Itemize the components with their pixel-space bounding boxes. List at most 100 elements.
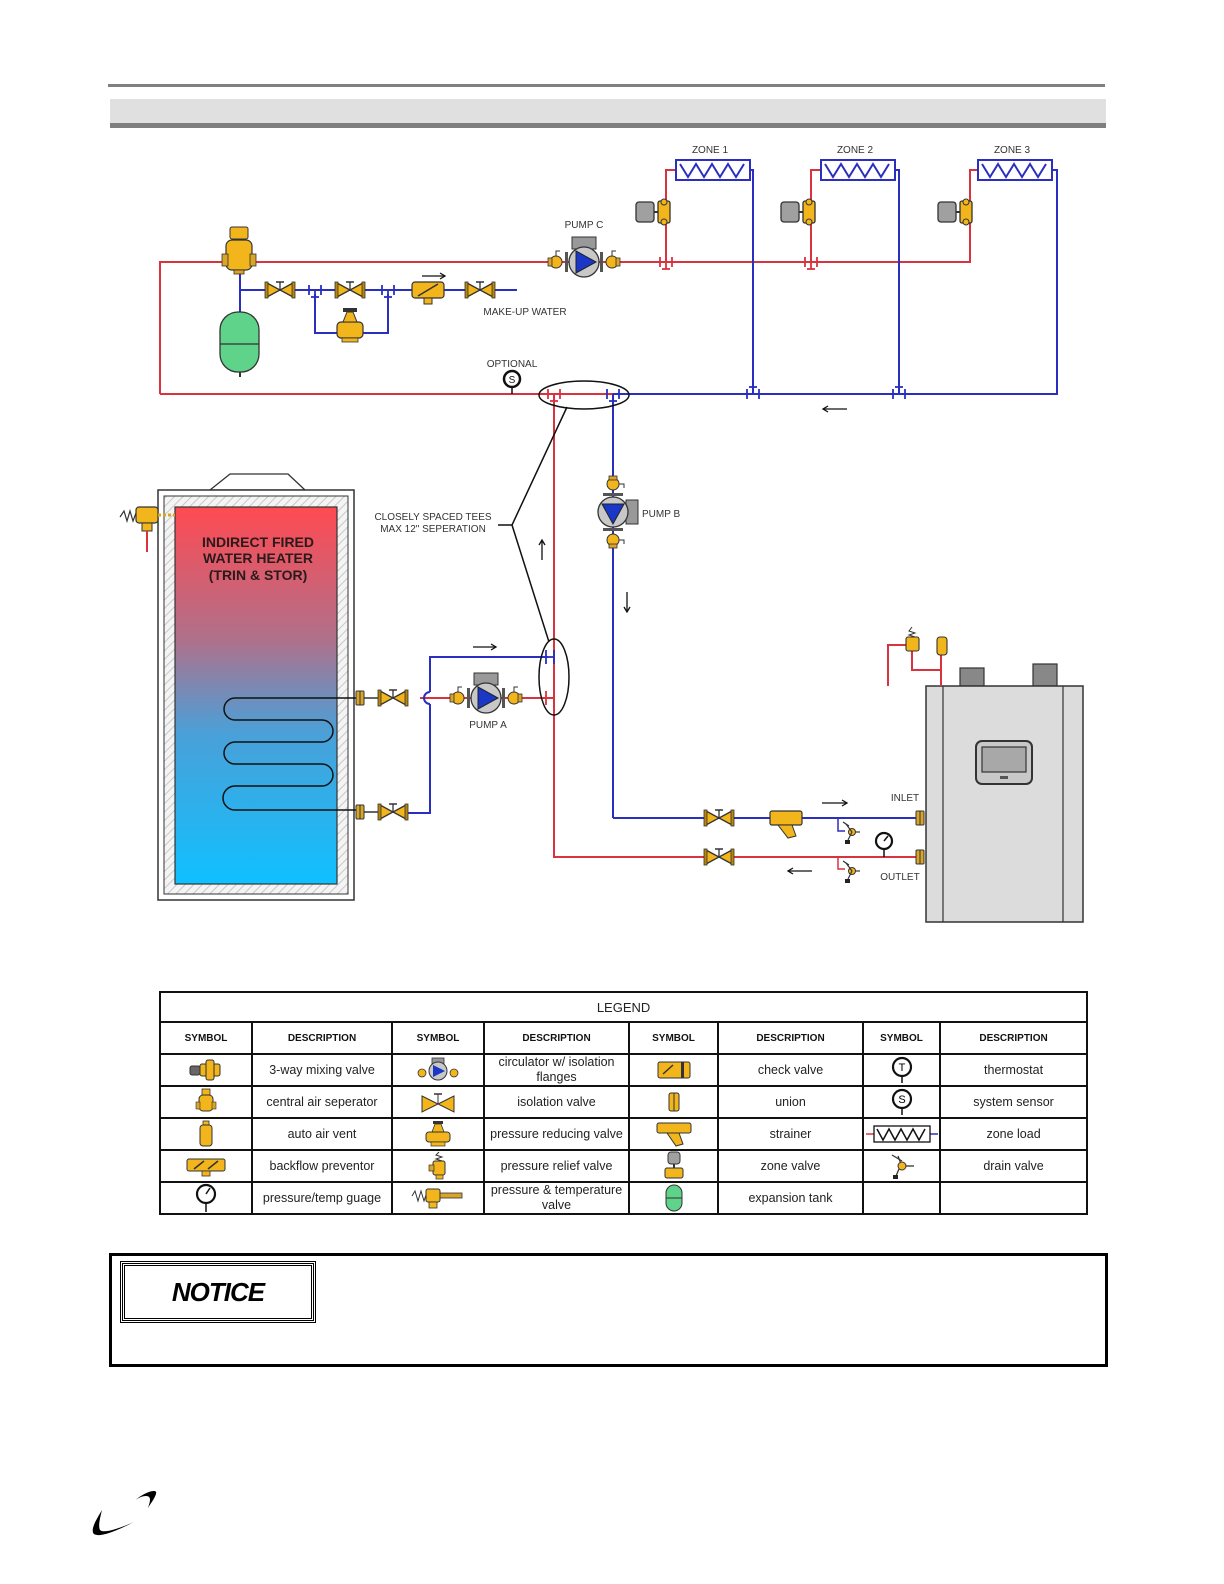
expansion-tank-icon [665, 1184, 682, 1212]
system-sensor-icon: S [891, 1088, 912, 1115]
zone-3-label: ZONE 3 [994, 145, 1031, 156]
legend-header: SYMBOL [159, 1021, 253, 1055]
circulator-icon [597, 475, 639, 549]
isolation-valve-icon [703, 809, 735, 827]
check-valve-icon [657, 1061, 690, 1079]
pump-b-label: PUMP B [642, 509, 680, 520]
legend-symbol: S [862, 1085, 941, 1119]
legend-table: LEGEND SYMBOL DESCRIPTION SYMBOL DESCRIP… [158, 991, 1089, 1215]
legend-description: backflow preventor [251, 1149, 393, 1183]
legend-symbol [159, 1117, 253, 1151]
tees-highlight-ellipse [538, 380, 630, 410]
legend-header: DESCRIPTION [483, 1021, 630, 1055]
legend-description: thermostat [938, 1053, 1089, 1087]
auto-air-vent-icon [936, 636, 948, 656]
legend-description: zone valve [717, 1149, 864, 1183]
section-header-underline [110, 123, 1106, 128]
pressure-reducing-valve-icon [336, 308, 364, 343]
thermostat-icon: T [891, 1056, 912, 1083]
strainer-icon [656, 1122, 691, 1147]
pump-c: PUMP C [547, 220, 621, 278]
indirect-water-heater: INDIRECT FIRED WATER HEATER (TRIN & STOR… [119, 473, 409, 901]
heater-label-line1: INDIRECT FIRED [202, 534, 314, 550]
makeup-water-label: MAKE-UP WATER [483, 307, 566, 318]
zone-valve-icon [937, 198, 973, 226]
heater-label-line3: (TRIN & STOR) [209, 567, 308, 583]
legend-description: central air seperator [251, 1085, 393, 1119]
pressure-reducing-valve-icon [425, 1121, 451, 1147]
legend-header: SYMBOL [628, 1021, 719, 1055]
legend-description: auto air vent [251, 1117, 393, 1151]
svg-text:T: T [898, 1062, 905, 1074]
legend-header: DESCRIPTION [251, 1021, 393, 1055]
legend-symbol: T [862, 1053, 941, 1087]
isolation-valve-icon [264, 281, 296, 299]
isolation-valve-icon [464, 281, 496, 299]
pt-valve-icon [411, 1188, 463, 1209]
svg-text:S: S [898, 1094, 905, 1106]
circulator-icon [417, 1057, 459, 1081]
legend-description: zone load [938, 1117, 1089, 1151]
legend-symbol [628, 1117, 719, 1151]
legend-description: circulator w/ isolation flanges [483, 1053, 630, 1087]
legend-description: pressure & temperature valve [483, 1181, 630, 1215]
pressure-relief-valve-icon [905, 626, 920, 652]
legend-header: SYMBOL [391, 1021, 485, 1055]
drain-valve-icon [891, 1154, 914, 1179]
legend-row: 3-way mixing valve circulator w/ isolati… [159, 1053, 1089, 1087]
zone-valve-icon [635, 198, 671, 226]
zone-1: ZONE 1 [635, 145, 751, 270]
svg-text:S: S [509, 375, 516, 386]
legend-symbol [628, 1149, 719, 1183]
air-separator-icon [221, 226, 257, 275]
auto-air-vent-icon [199, 1120, 213, 1147]
legend-symbol [391, 1085, 485, 1119]
legend-symbol [628, 1053, 719, 1087]
legend-symbol [391, 1117, 485, 1151]
legend-symbol [391, 1181, 485, 1215]
pump-b: PUMP B [597, 475, 680, 549]
legend-header: SYMBOL [862, 1021, 941, 1055]
section-header-band [110, 99, 1106, 123]
zone-3: ZONE 3 [937, 145, 1053, 226]
legend-symbol [391, 1149, 485, 1183]
legend-symbol [159, 1085, 253, 1119]
pump-a: PUMP A [449, 672, 523, 731]
zone-load-icon [865, 1125, 938, 1143]
strainer-icon [769, 810, 803, 839]
pressure-gauge-icon [874, 831, 894, 857]
notice-badge-label: NOTICE [171, 1276, 265, 1307]
legend-description: isolation valve [483, 1085, 630, 1119]
legend-row: pressure/temp guage pressure & temperatu… [159, 1181, 1089, 1215]
mixing-valve-icon [189, 1059, 221, 1081]
legend-symbol-empty [862, 1181, 941, 1215]
notice-box [109, 1253, 1108, 1367]
air-separator-icon [195, 1088, 217, 1112]
boiler: INLET OUTLET [880, 626, 1084, 923]
heat-exchanger-coil [222, 697, 360, 811]
pump-a-label: PUMP A [469, 720, 507, 731]
backflow-preventer-icon [411, 281, 445, 305]
legend-description: pressure/temp guage [251, 1181, 393, 1215]
zone-valve-icon [664, 1151, 683, 1179]
drain-valve-icon [842, 860, 861, 884]
legend-symbol [159, 1149, 253, 1183]
legend-description: check valve [717, 1053, 864, 1087]
zone-valve-icon [780, 198, 816, 226]
tees-highlight-ellipse [538, 638, 570, 716]
legend-description: system sensor [938, 1085, 1089, 1119]
backflow-preventer-icon [186, 1158, 226, 1177]
zone-2-label: ZONE 2 [837, 145, 874, 156]
drain-valve-icon [842, 821, 861, 845]
legend-description: expansion tank [717, 1181, 864, 1215]
legend-symbol [862, 1117, 941, 1151]
legend-title: LEGEND [158, 991, 1089, 1023]
union-icon [668, 1092, 679, 1112]
legend-symbol [159, 1053, 253, 1087]
circulator-icon [547, 236, 621, 278]
isolation-valve-icon [377, 689, 409, 707]
tees-label-line2: MAX 12" SEPERATION [380, 524, 486, 535]
legend-symbol [628, 1181, 719, 1215]
flow-arrows [473, 405, 849, 875]
legend-row: auto air vent pressure reducing valve st… [159, 1117, 1089, 1151]
